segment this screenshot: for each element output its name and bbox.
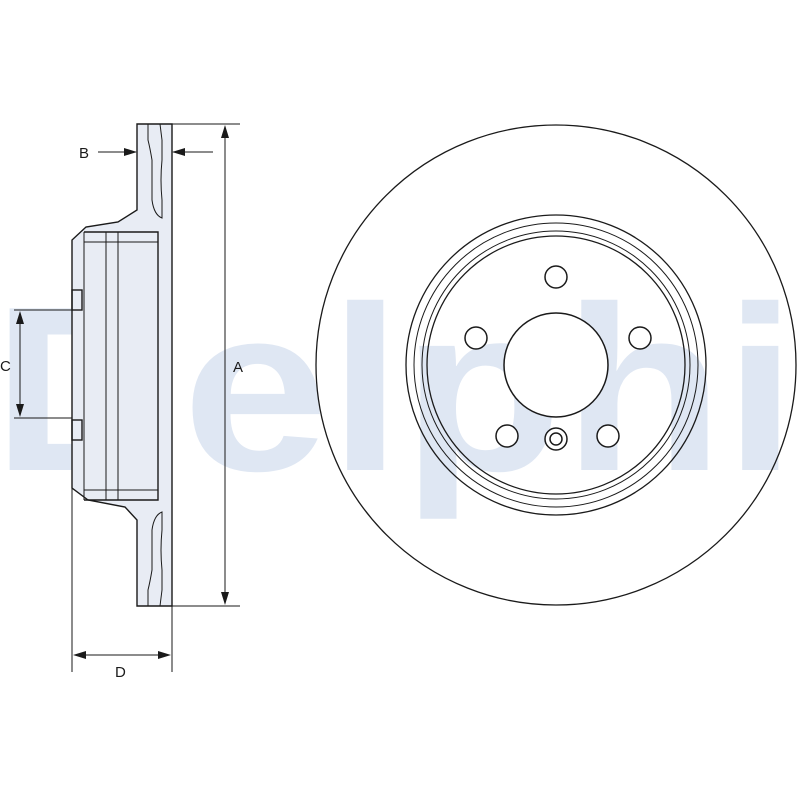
bolt-hole-upper-right <box>628 326 652 350</box>
friction-ring-inner-edge <box>405 214 707 516</box>
hub-body <box>84 231 159 501</box>
dim-b-arrow-left <box>124 148 137 156</box>
bore-notch-upper <box>71 289 83 311</box>
dim-b-label: B <box>79 145 89 162</box>
dim-a-arrow-top <box>221 125 229 138</box>
dim-b-arrow-right <box>172 148 185 156</box>
dim-d-label: D <box>115 664 126 681</box>
disc-cross-section <box>71 123 173 607</box>
dimension-d: D <box>71 488 173 681</box>
hub-face-ring <box>426 235 686 495</box>
dim-d-arrow-right <box>158 651 171 659</box>
bolt-hole-upper-left <box>464 326 488 350</box>
bore-notch-lower <box>71 419 83 441</box>
dim-a-arrow-bottom <box>221 592 229 605</box>
dim-c-arrow-top <box>16 311 24 324</box>
locating-screw-hole-inner <box>549 432 563 446</box>
cooling-vane-upper <box>147 123 163 219</box>
bolt-hole-top <box>544 265 568 289</box>
hub-step-ring-2 <box>421 230 691 500</box>
center-bore <box>503 312 609 418</box>
hub-step-ring-1 <box>413 222 699 508</box>
dimension-a: A <box>172 123 243 607</box>
bolt-hole-lower-right <box>596 424 620 448</box>
bolt-hole-lower-left <box>495 424 519 448</box>
disc-outer-edge <box>315 124 797 606</box>
dimension-c: C <box>0 309 72 419</box>
dim-d-arrow-left <box>73 651 86 659</box>
cooling-vane-lower <box>147 511 163 607</box>
dim-c-label: C <box>0 358 11 375</box>
dim-a-label: A <box>233 359 243 376</box>
dim-c-arrow-bottom <box>16 404 24 417</box>
dimension-b: B <box>79 145 213 162</box>
front-view <box>315 124 797 606</box>
side-profile-view <box>71 123 173 607</box>
